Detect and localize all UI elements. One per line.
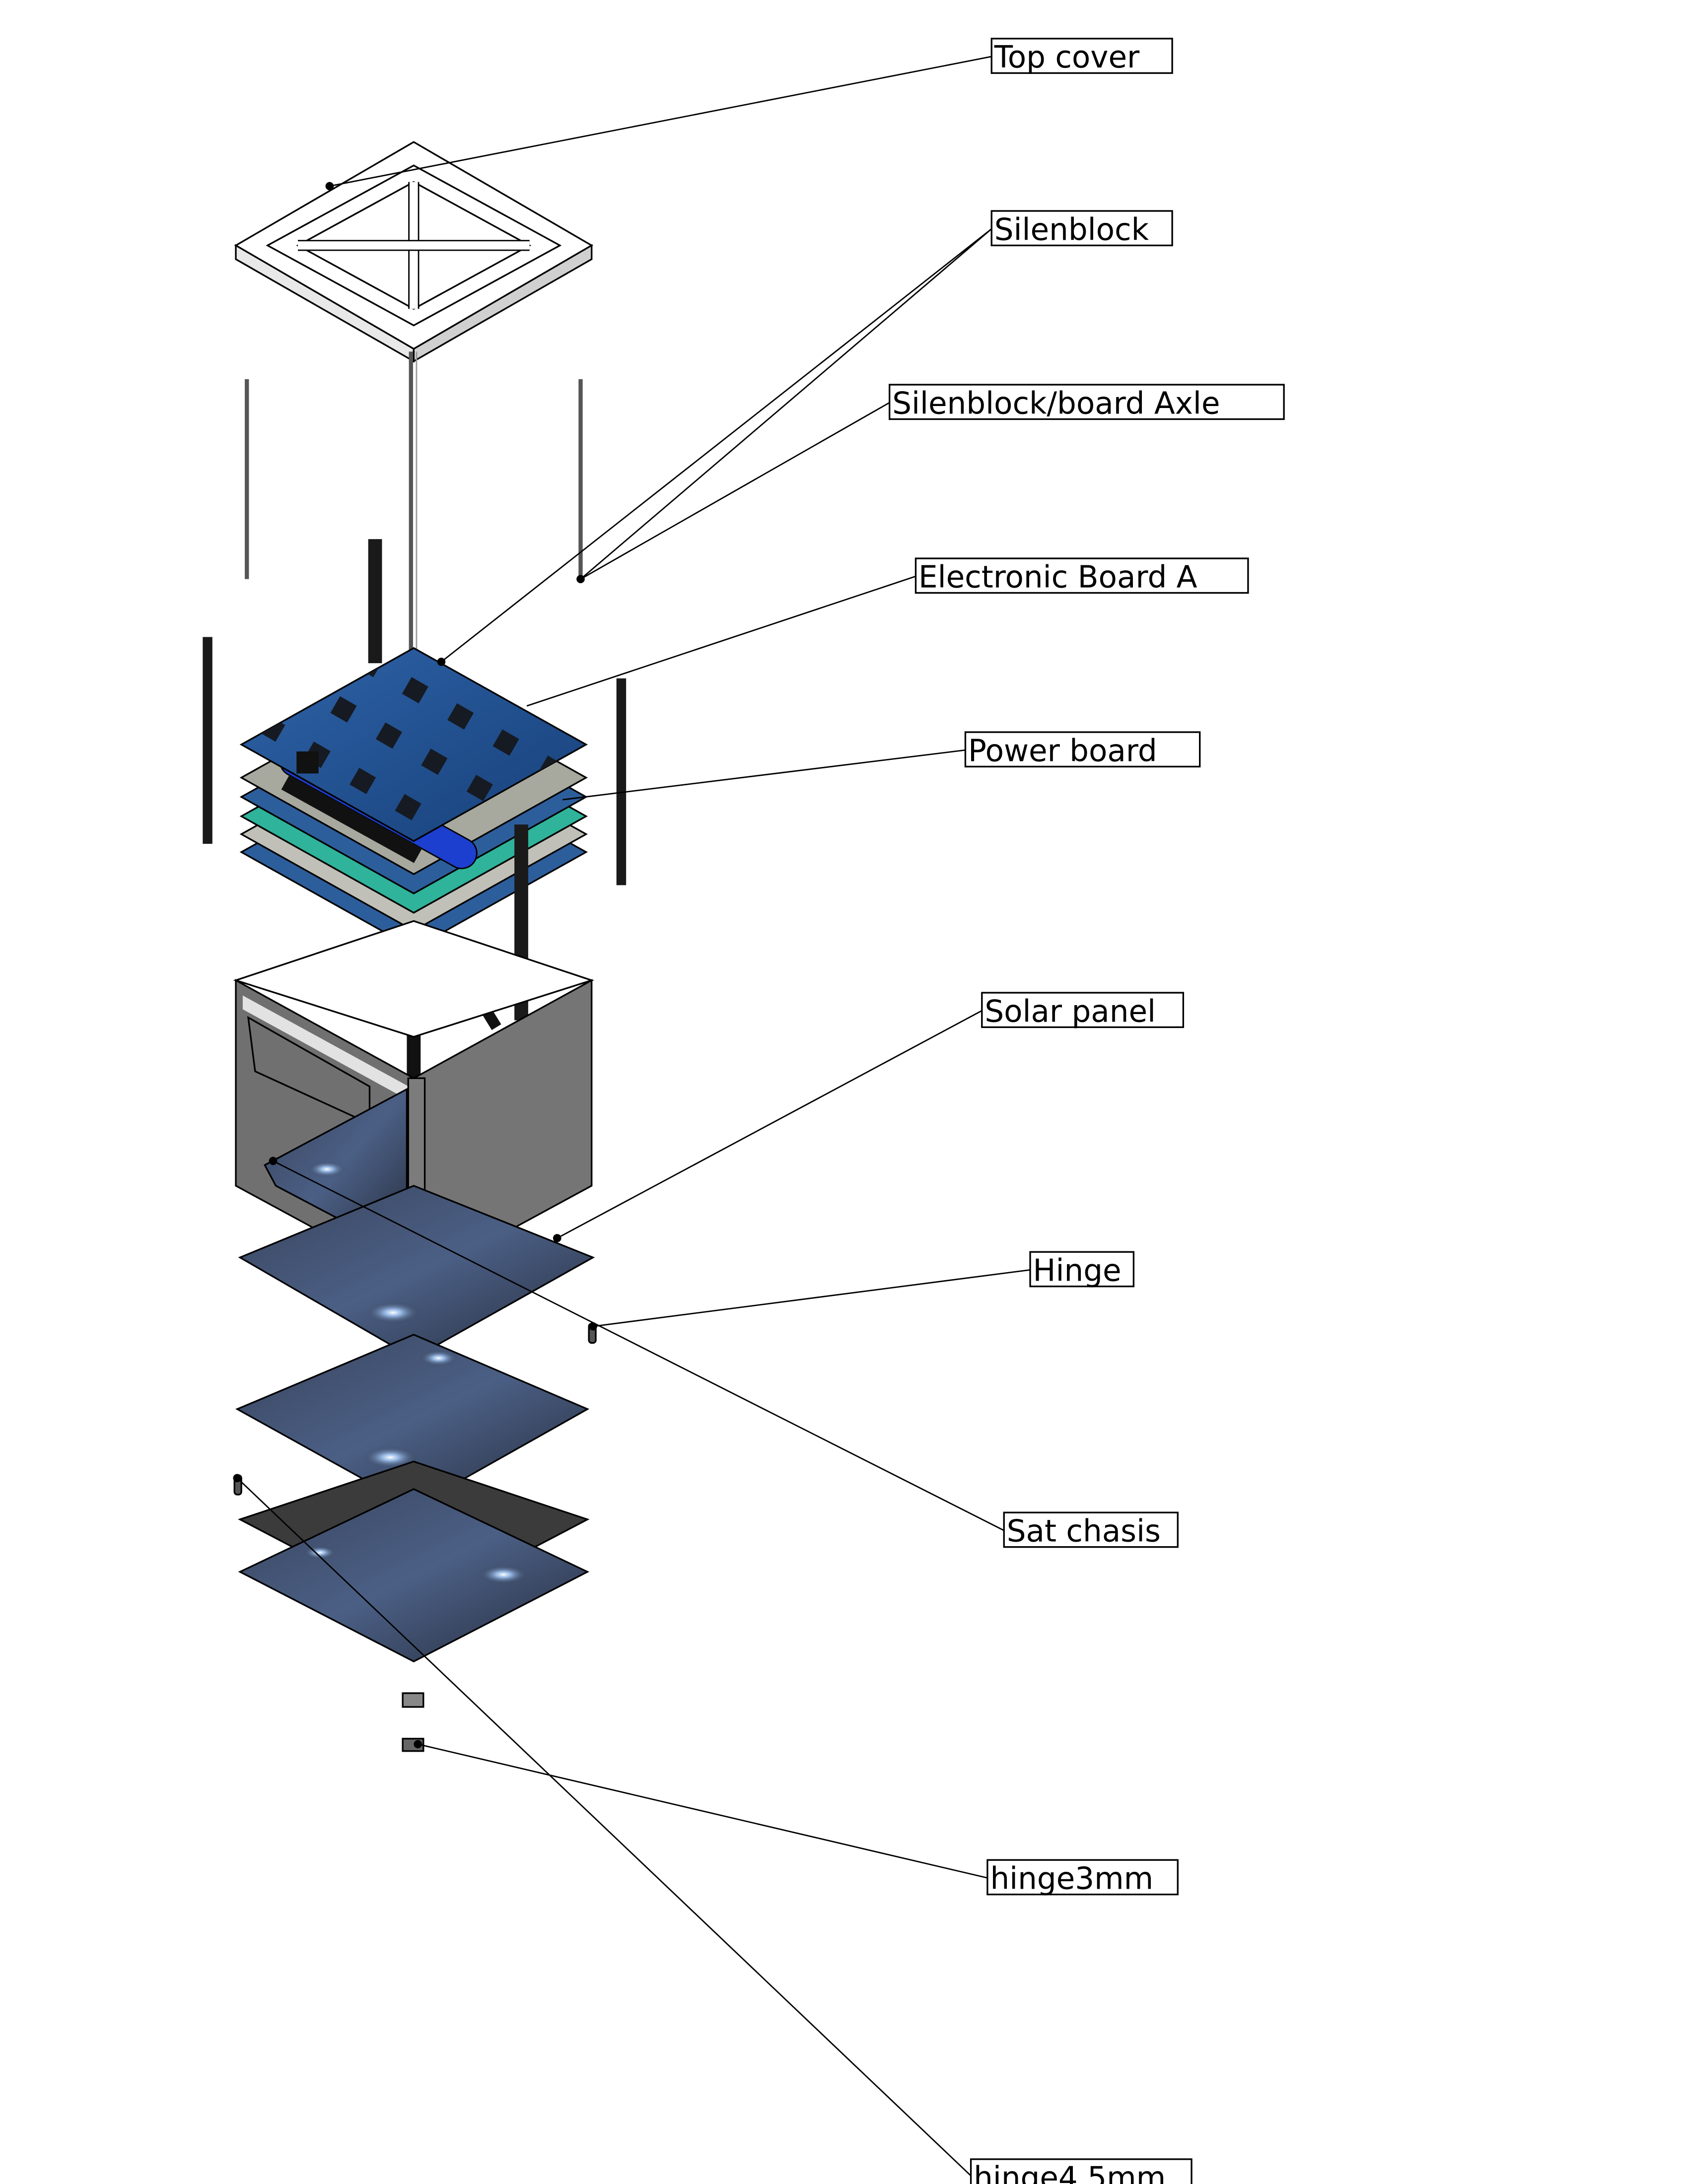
label-electronic-board-a: Electronic Board A <box>918 559 1197 595</box>
top-cover-part <box>234 141 593 363</box>
label-hinge: Hinge <box>1033 1253 1122 1289</box>
board-stack <box>239 647 588 1083</box>
callout-sat-chasis: Sat chasis <box>1003 1511 1179 1549</box>
label-top-cover: Top cover <box>994 40 1140 75</box>
label-silenblock: Silenblock <box>994 212 1149 247</box>
label-power-board: Power board <box>968 733 1157 768</box>
callout-power-board: Power board <box>964 731 1201 768</box>
axle-rods <box>203 351 627 886</box>
label-solar-panel: Solar panel <box>985 994 1156 1029</box>
leader-lines <box>233 56 1031 2177</box>
callout-silenblock: Silenblock <box>990 210 1173 247</box>
solar-panels <box>235 1185 595 1663</box>
label-hinge4-5mm: hinge4.5mm <box>974 2160 1166 2184</box>
callout-hinge: Hinge <box>1029 1251 1134 1289</box>
callout-silenblock-board-axle: Silenblock/board Axle <box>888 384 1285 421</box>
callout-hinge4-5mm: hinge4.5mm <box>970 2158 1193 2184</box>
callout-top-cover: Top cover <box>990 38 1173 75</box>
callout-solar-panel: Solar panel <box>981 992 1184 1029</box>
callout-hinge3mm: hinge3mm <box>986 1859 1179 1897</box>
callout-electronic-board-a: Electronic Board A <box>914 557 1249 595</box>
label-hinge3mm: hinge3mm <box>990 1861 1153 1897</box>
label-silenblock-board-axle: Silenblock/board Axle <box>892 386 1220 421</box>
label-sat-chasis: Sat chasis <box>1007 1514 1161 1549</box>
